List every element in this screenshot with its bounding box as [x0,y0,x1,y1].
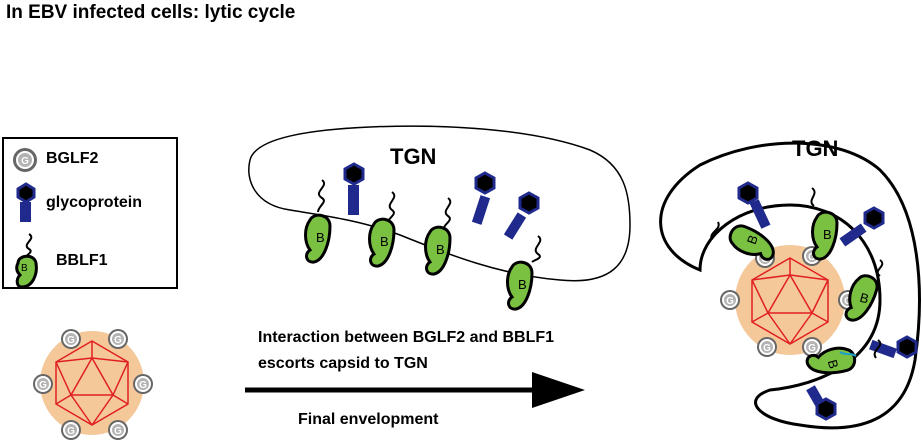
bglf2-glyph: G [39,380,47,391]
bblf1-left-2 [368,191,396,268]
bblf1-icon: B [15,233,38,289]
legend-label-bglf2: BGLF2 [46,150,99,167]
tgn-label-right: TGN [792,136,838,161]
bglf2-glyph: G [139,380,147,391]
bglf2-glyph: G [114,335,122,346]
bglf2-left-group: G G G G G G [32,328,154,440]
figure-title: In EBV infected cells: lytic cycle [6,2,296,23]
legend-label-bblf1: BBLF1 [56,252,108,269]
glycoprotein-left-3 [503,191,540,240]
legend-label-glycoprotein: glycoprotein [46,194,143,211]
capsid-left [40,331,144,435]
glycoprotein-icon [16,182,36,222]
glycoprotein-left-1 [343,162,365,215]
bglf2-icon: G [13,148,37,172]
glycoprotein-right-4 [806,385,837,421]
bglf2-glyph: G [114,426,122,437]
bglf2-glyph: G [808,343,816,354]
bblf1-left-4 [506,235,542,311]
bblf1-right-3 [842,259,884,326]
tgn-left: TGN [248,125,631,282]
bglf2-glyph: G [761,254,769,265]
bglf2-glyph: G [808,252,816,263]
bglf2-glyph: G [726,296,734,307]
bblf1-glyph: B [21,263,28,274]
glycoprotein-right-3 [869,335,918,359]
process-arrow [245,372,585,408]
glycoprotein-right-2 [839,206,885,247]
bblf1-right-1 [710,221,781,264]
bblf1-right-4 [804,339,882,382]
glycoprotein-right-1 [737,181,771,229]
glycoprotein-left-2 [471,171,496,225]
caption-line-3: Final envelopment [298,411,439,428]
legend-icons: G B [13,148,38,289]
tgn-right: TGN [659,136,921,430]
bblf1-left-1 [304,179,332,264]
bblf1-left-3 [424,197,452,276]
bglf2-glyph: G [67,426,75,437]
caption-line-1: Interaction between BGLF2 and BBLF1 [258,329,555,346]
caption-line-2: escorts capsid to TGN [258,355,428,372]
bglf2-glyph: G [21,156,29,167]
bglf2-right-group: G G G G G G [719,245,859,358]
bglf2-glyph: G [844,296,852,307]
capsid-right [735,245,845,355]
bblf1-right-2 [810,187,839,261]
legend: G B BGLF2 glycoprotein BBLF1 [2,137,178,289]
tgn-label-left: TGN [390,144,436,169]
bglf2-glyph: G [763,343,771,354]
bglf2-glyph: G [67,335,75,346]
